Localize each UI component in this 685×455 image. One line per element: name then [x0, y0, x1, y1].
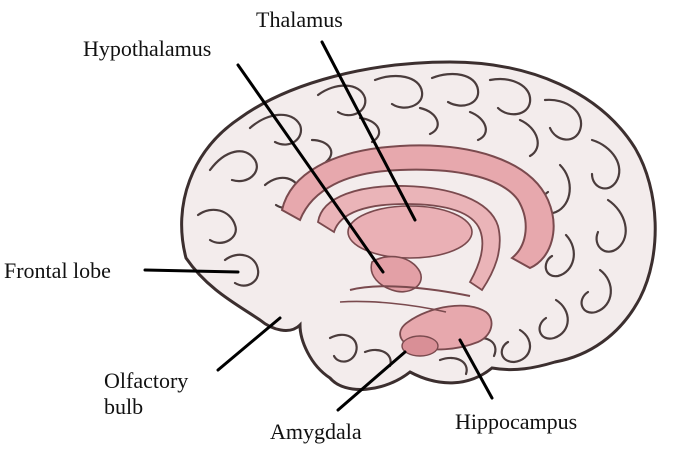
- limbic-system: [280, 144, 555, 357]
- cingulate-region: [280, 144, 555, 270]
- leader-amygdala: [336, 350, 407, 412]
- leader-olfactory-bulb: [216, 316, 282, 372]
- leader-frontal-lobe: [143, 268, 240, 274]
- leader-hippocampus: [458, 338, 494, 400]
- leader-hypothalamus: [236, 63, 385, 274]
- fornix-region: [317, 185, 501, 292]
- fibre-tract-2: [339, 300, 447, 313]
- thalamus-region: [347, 205, 473, 259]
- fibre-tract: [349, 285, 471, 297]
- label-amygdala: Amygdala: [270, 419, 362, 444]
- amygdala-region: [401, 335, 439, 357]
- gyri-folds: [196, 72, 627, 376]
- label-olfactory-bulb-line2: bulb: [104, 394, 144, 419]
- label-hypothalamus: Hypothalamus: [83, 36, 212, 61]
- label-hippocampus: Hippocampus: [455, 409, 578, 434]
- label-olfactory-bulb-line1: Olfactory: [104, 368, 189, 393]
- hypothalamus-region: [370, 255, 422, 293]
- label-frontal-lobe: Frontal lobe: [4, 258, 111, 283]
- leader-thalamus: [320, 40, 417, 222]
- label-olfactory-bulb: Olfactory bulb: [104, 368, 188, 420]
- leader-lines: [143, 40, 494, 412]
- label-thalamus: Thalamus: [256, 7, 343, 32]
